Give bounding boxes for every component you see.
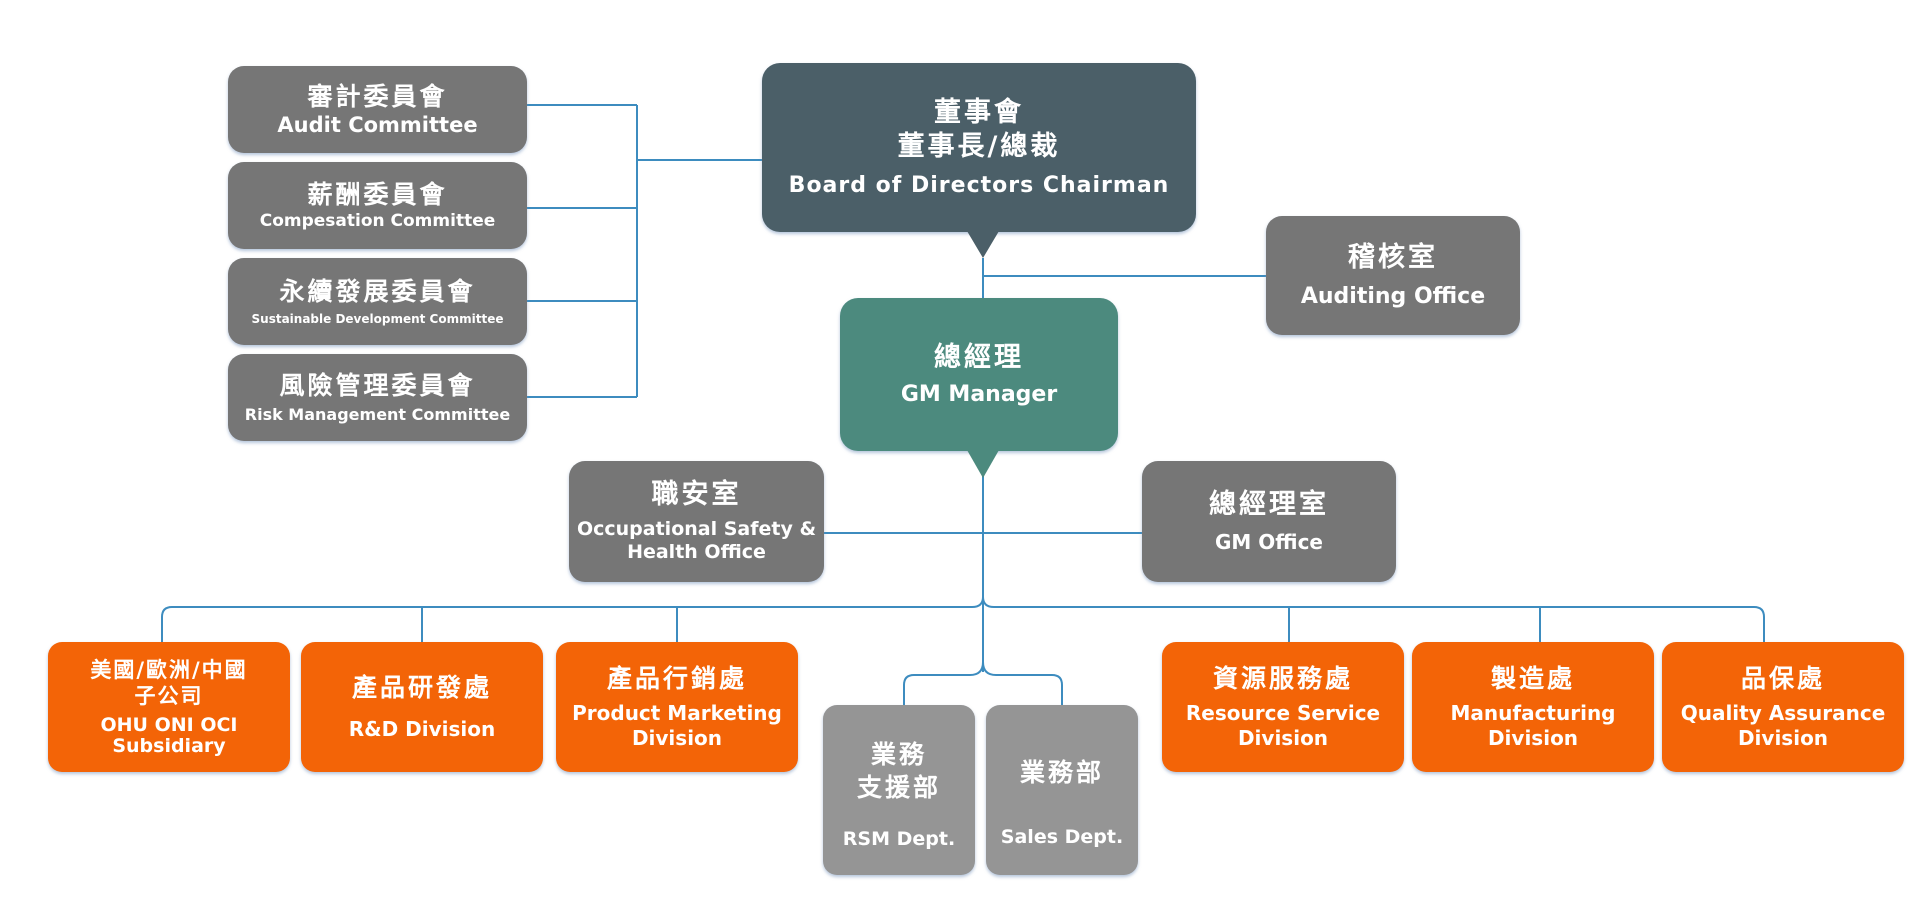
rsm-dept-zh: 業務 支援部 bbox=[856, 740, 941, 802]
risk-committee-box: 風險管理委員會 Risk Management Committee bbox=[228, 354, 527, 441]
board-box: 董事會 董事長/總裁 Board of Directors Chairman bbox=[762, 63, 1196, 232]
audit-committee-box: 審計委員會 Audit Committee bbox=[228, 66, 527, 153]
resource-division-en: Resource Service Division bbox=[1185, 700, 1381, 750]
rd-division-box: 產品研發處 R&D Division bbox=[301, 642, 543, 772]
quality-division-zh: 品保處 bbox=[1740, 664, 1825, 694]
safety-office-box: 職安室 Occupational Safety & Health Office bbox=[569, 461, 824, 582]
gm-office-en: GM Office bbox=[1214, 529, 1323, 554]
board-zh-line2: 董事長/總裁 bbox=[897, 130, 1061, 162]
gm-manager-zh: 總經理 bbox=[934, 341, 1024, 373]
board-en: Board of Directors Chairman bbox=[788, 172, 1170, 198]
marketing-division-en: Product Marketing Division bbox=[572, 700, 782, 750]
marketing-division-zh: 產品行銷處 bbox=[606, 664, 747, 694]
rd-division-en: R&D Division bbox=[348, 717, 496, 742]
gm-pointer bbox=[967, 450, 999, 478]
quality-division-box: 品保處 Quality Assurance Division bbox=[1662, 642, 1904, 772]
manufacturing-division-en: Manufacturing Division bbox=[1450, 700, 1616, 750]
rsm-dept-en: RSM Dept. bbox=[842, 828, 956, 850]
gm-office-zh: 總經理室 bbox=[1209, 489, 1329, 521]
subsidiary-division-box: 美國/歐洲/中國 子公司 OHU ONI OCI Subsidiary bbox=[48, 642, 290, 772]
board-zh-line1: 董事會 bbox=[934, 97, 1024, 128]
gm-manager-box: 總經理 GM Manager bbox=[840, 298, 1118, 451]
sustainable-committee-en: Sustainable Development Committee bbox=[251, 311, 504, 326]
safety-office-zh: 職安室 bbox=[651, 478, 742, 510]
compensation-committee-box: 薪酬委員會 Compesation Committee bbox=[228, 162, 527, 249]
gm-office-box: 總經理室 GM Office bbox=[1142, 461, 1396, 582]
compensation-committee-en: Compesation Committee bbox=[259, 210, 496, 231]
resource-division-zh: 資源服務處 bbox=[1212, 664, 1353, 694]
auditing-office-en: Auditing Office bbox=[1300, 283, 1486, 309]
audit-committee-en: Audit Committee bbox=[277, 113, 478, 137]
sales-dept-box: 業務部 Sales Dept. bbox=[986, 705, 1138, 875]
rd-division-zh: 產品研發處 bbox=[351, 672, 492, 702]
sustainable-committee-box: 永續發展委員會 Sustainable Development Committe… bbox=[228, 258, 527, 345]
quality-division-en: Quality Assurance Division bbox=[1680, 700, 1886, 750]
sales-dept-en: Sales Dept. bbox=[1000, 826, 1124, 849]
compensation-committee-zh: 薪酬委員會 bbox=[307, 180, 448, 210]
safety-office-en: Occupational Safety & Health Office bbox=[576, 517, 817, 564]
auditing-office-zh: 稽核室 bbox=[1348, 241, 1438, 273]
subsidiary-division-zh: 美國/歐洲/中國 子公司 bbox=[90, 657, 248, 709]
gm-manager-en: GM Manager bbox=[900, 381, 1058, 407]
sustainable-committee-zh: 永續發展委員會 bbox=[279, 277, 476, 307]
audit-committee-zh: 審計委員會 bbox=[307, 81, 448, 111]
resource-division-box: 資源服務處 Resource Service Division bbox=[1162, 642, 1404, 772]
sales-dept-zh: 業務部 bbox=[1019, 758, 1104, 787]
subsidiary-division-en: OHU ONI OCI Subsidiary bbox=[100, 714, 238, 758]
manufacturing-division-box: 製造處 Manufacturing Division bbox=[1412, 642, 1654, 772]
marketing-division-box: 產品行銷處 Product Marketing Division bbox=[556, 642, 798, 772]
risk-committee-en: Risk Management Committee bbox=[244, 405, 511, 425]
board-pointer bbox=[967, 231, 999, 258]
risk-committee-zh: 風險管理委員會 bbox=[279, 370, 476, 400]
manufacturing-division-zh: 製造處 bbox=[1490, 664, 1575, 694]
rsm-dept-box: 業務 支援部 RSM Dept. bbox=[823, 705, 975, 875]
auditing-office-box: 稽核室 Auditing Office bbox=[1266, 216, 1520, 335]
